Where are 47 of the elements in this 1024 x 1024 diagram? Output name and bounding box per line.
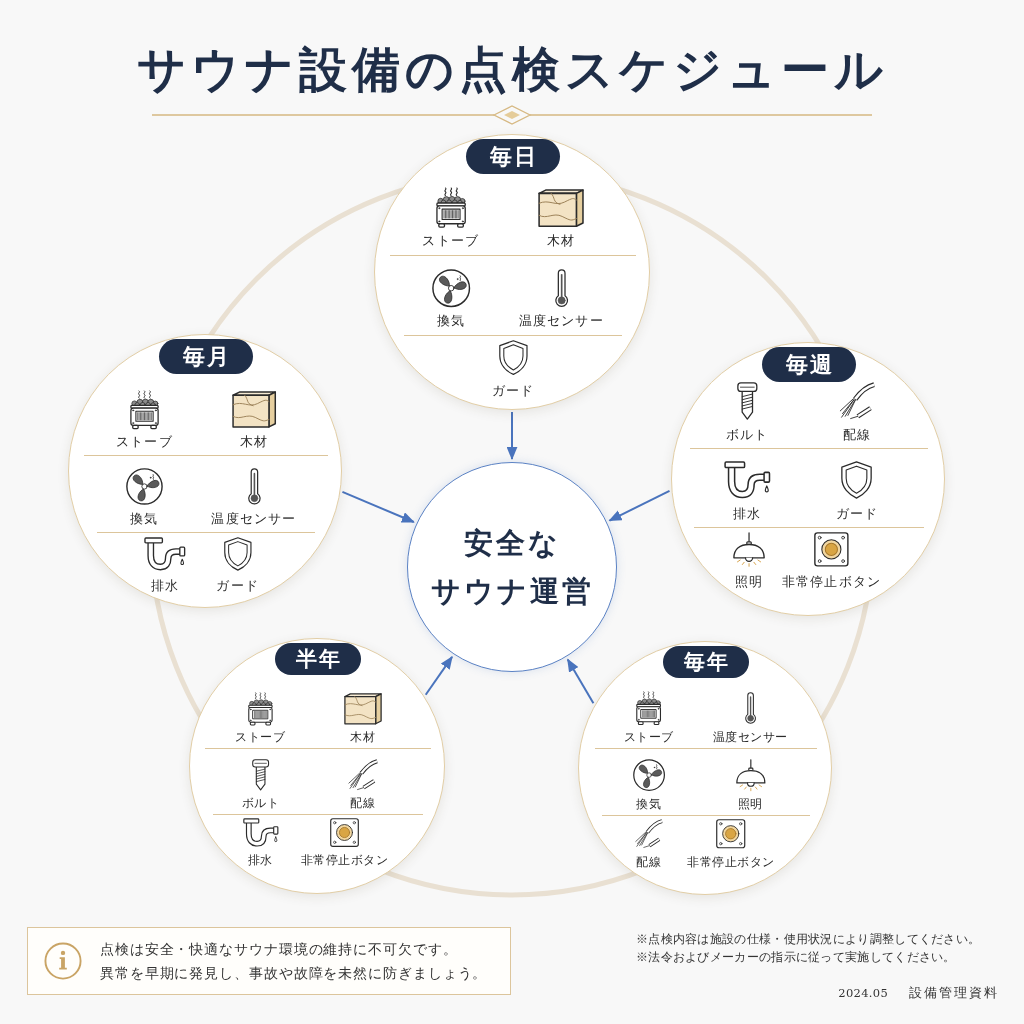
item-label: ストーブ: [422, 233, 480, 250]
goal-text: 安全なサウナ運営: [430, 525, 594, 610]
arrow: [341, 490, 415, 524]
item-label: 換気: [130, 511, 159, 527]
item-label: ストーブ: [623, 729, 674, 744]
item-label: 配線: [636, 854, 662, 870]
item-label: 排水: [151, 578, 180, 594]
item-label: ボルト: [726, 426, 769, 443]
period-label: 半年: [275, 643, 361, 675]
item-label: 排水: [247, 853, 273, 868]
diagram-title: サウナ設備の点検スケジュール: [136, 40, 888, 99]
item-label: 温度センサー: [518, 313, 604, 330]
note-text: ※点検内容は施設の仕様・使用状況により調整してください。: [636, 931, 981, 948]
period-label: 毎年: [663, 646, 749, 678]
item-label: 排水: [733, 505, 762, 522]
item-label: ガード: [835, 505, 879, 522]
arrow: [424, 655, 454, 696]
period-label: 毎週: [762, 347, 856, 382]
item-label: ストーブ: [115, 434, 173, 450]
note-text: ※法令およびメーカーの指示に従って実施してください。: [636, 949, 956, 966]
item-label: ボルト: [241, 795, 280, 810]
info-box: [27, 927, 511, 995]
item-label: 非常停止ボタン: [781, 574, 882, 591]
item-label: 木材: [547, 233, 576, 250]
item-label: 配線: [842, 426, 872, 443]
item-label: 木材: [350, 729, 376, 744]
item-label: 換気: [636, 796, 662, 811]
info-text: 点検は安全・快適なサウナ環境の維持に不可欠です。異常を早期に発見し、事故や故障を未然に防ぎましょう。: [100, 940, 488, 983]
arrow: [608, 489, 671, 522]
item-label: 照明: [737, 796, 763, 811]
item-label: 温度センサー: [211, 511, 297, 527]
item-label: 非常停止ボタン: [300, 853, 389, 868]
item-label: 非常停止ボタン: [687, 854, 775, 870]
date-text: 2024.05: [838, 985, 888, 1002]
period-label: 毎月: [159, 339, 253, 374]
item-label: ストーブ: [235, 729, 286, 744]
item-label: ガード: [491, 383, 535, 399]
arrow: [566, 658, 595, 705]
item-label: ガード: [216, 578, 259, 594]
item-label: 換気: [436, 313, 466, 330]
period-label: 毎日: [466, 139, 560, 174]
item-label: 温度センサー: [712, 729, 788, 744]
document-label: 設備管理資料: [909, 984, 999, 1001]
arrow: [506, 411, 518, 461]
item-label: 木材: [239, 434, 269, 450]
item-label: 照明: [734, 574, 764, 591]
item-label: 配線: [350, 795, 376, 810]
